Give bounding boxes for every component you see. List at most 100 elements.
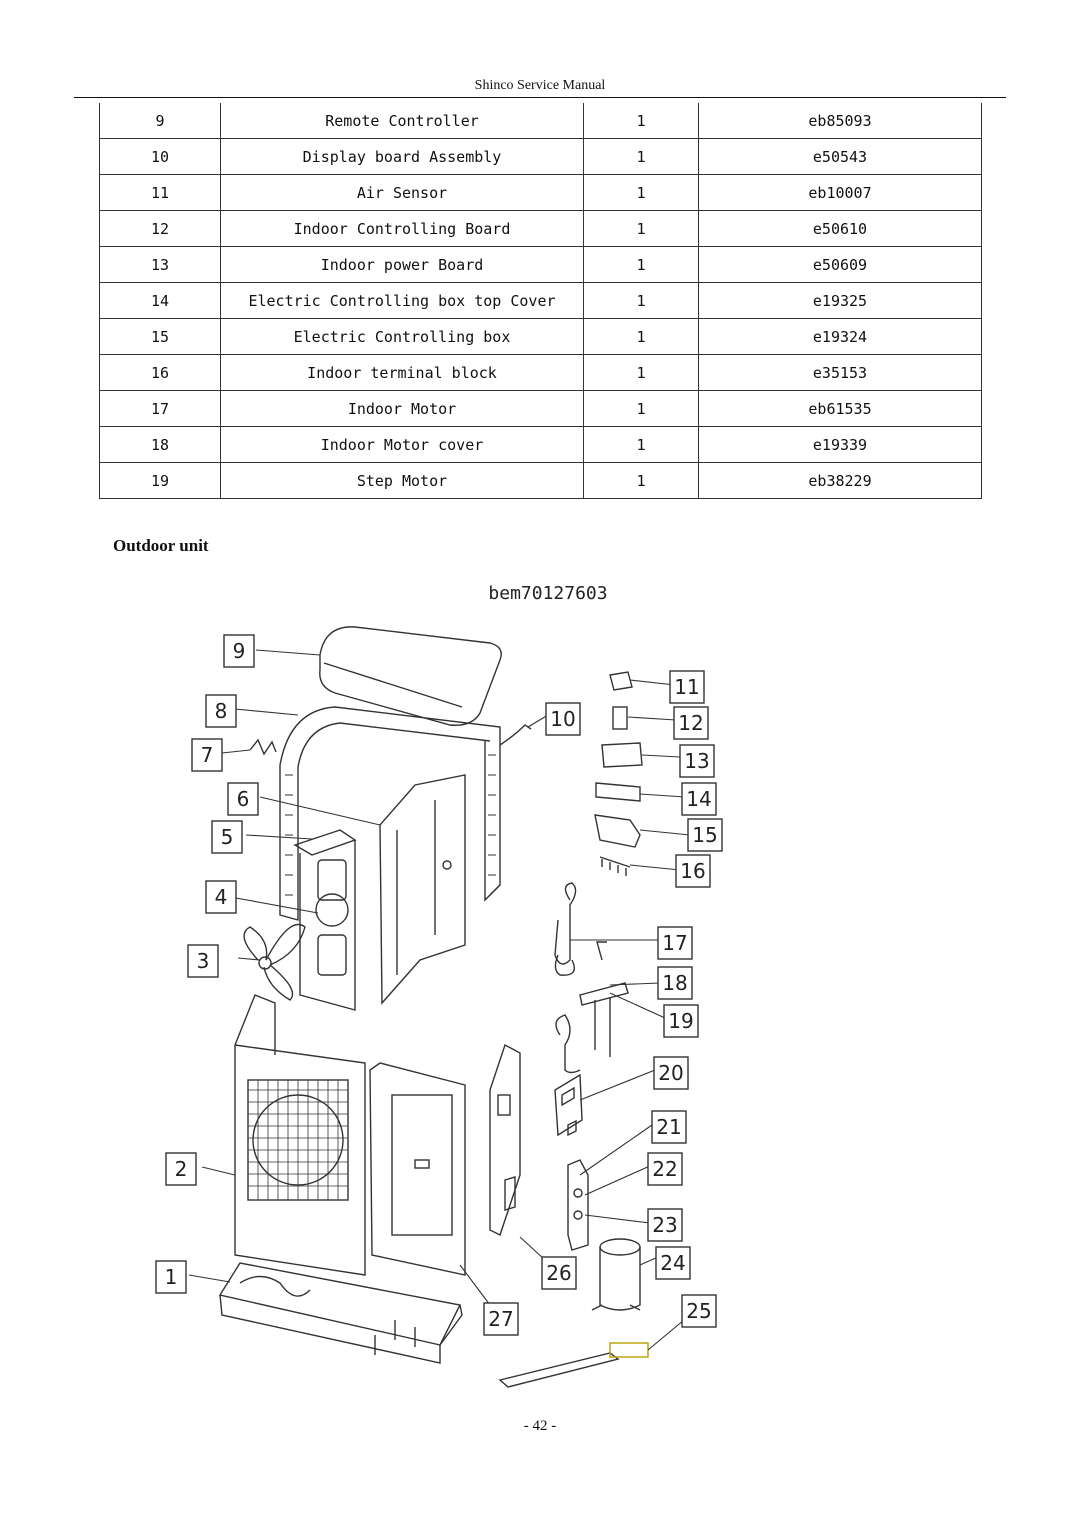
callout-number: 11 [674,675,699,699]
callout-box [223,634,255,668]
callout-number: 6 [237,787,250,811]
callout-number: 25 [686,1299,711,1323]
callout-number: 1 [165,1265,178,1289]
cell-qty: 1 [583,426,699,463]
callout-number: 17 [662,931,687,955]
page-header: Shinco Service Manual [474,78,606,93]
cell-name: Indoor Motor cover [220,426,584,463]
valve-plate-drawing [489,1043,521,1236]
callout-box [663,1004,699,1038]
callout-box [187,944,219,978]
cell-no: 10 [99,138,221,175]
cell-no: 16 [99,354,221,391]
callout-box [211,820,243,854]
diagram-model-code-wrap: bem70127603 [0,583,1080,604]
callout-number: 7 [201,743,214,767]
callout-box [647,1152,683,1186]
callout-number: 8 [215,699,228,723]
callout-number: 9 [233,639,246,663]
callout-number: 4 [215,885,228,909]
callout-box [545,702,581,736]
sensor-clip-drawing [249,738,277,756]
callout-box [673,706,709,740]
callout-box [655,1246,691,1280]
callout-number: 5 [221,825,234,849]
leader-lines [188,649,691,1351]
callout-box [657,966,693,1000]
callout-number: 27 [488,1307,513,1331]
callout-box [675,854,711,888]
valve-panel-drawing [567,1159,589,1251]
callout-number: 22 [652,1157,677,1181]
cell-no: 9 [99,103,221,139]
terminal-box-drawing [554,1073,583,1137]
callout-box [165,1152,197,1186]
callout-box [647,1208,683,1242]
cell-code: e50543 [698,138,982,175]
callout-number: 26 [546,1261,571,1285]
cell-name: Indoor Motor [220,390,584,427]
electrical-parts-drawing [594,671,643,876]
callout-number: 15 [692,823,717,847]
cell-name: Indoor Controlling Board [220,210,584,247]
cell-qty: 1 [583,282,699,319]
callout-box [191,738,223,772]
cell-qty: 1 [583,210,699,247]
cell-no: 18 [99,426,221,463]
callout-number: 19 [668,1009,693,1033]
callout-number: 2 [175,1157,188,1181]
condenser-drawing [279,706,501,921]
callout-number: 18 [662,971,687,995]
cell-no: 14 [99,282,221,319]
exploded-diagram: 1234567891011121314151617181920212223242… [155,626,723,1388]
cell-code: e50610 [698,210,982,247]
base-pan-drawing [218,1262,463,1364]
cell-name: Electric Controlling box top Cover [220,282,584,319]
fan-motor-drawing [315,893,349,927]
cell-no: 17 [99,390,221,427]
motor-bracket-drawing [293,829,357,1011]
diagram-model-code: bem70127603 [488,583,608,604]
callout-box [483,1302,519,1336]
cell-no: 15 [99,318,221,355]
side-panel-drawing [369,1062,466,1276]
cell-qty: 1 [583,354,699,391]
cell-qty: 1 [583,138,699,175]
cell-code: eb85093 [698,103,982,139]
cable-drawing [498,1342,649,1388]
partition-drawing [379,774,466,1005]
callout-number: 16 [680,859,705,883]
callout-number: 12 [678,711,703,735]
callout-number: 14 [686,787,711,811]
callout-number: 20 [658,1061,683,1085]
cell-name: Electric Controlling box [220,318,584,355]
cell-qty: 1 [583,462,699,499]
cell-no: 19 [99,462,221,499]
section-title: Outdoor unit [113,536,209,555]
callout-box [681,782,717,816]
cell-name: Indoor power Board [220,246,584,283]
callout-box [669,670,705,704]
coil-drawing [554,882,577,976]
callout-number: 24 [660,1251,685,1275]
callout-box [681,1294,717,1328]
cell-no: 12 [99,210,221,247]
cell-qty: 1 [583,174,699,211]
cell-code: e50609 [698,246,982,283]
callout-number: 3 [197,949,210,973]
callout-number: 13 [684,749,709,773]
cell-name: Step Motor [220,462,584,499]
cell-code: eb38229 [698,462,982,499]
callout-box [651,1110,687,1144]
callout-number: 23 [652,1213,677,1237]
